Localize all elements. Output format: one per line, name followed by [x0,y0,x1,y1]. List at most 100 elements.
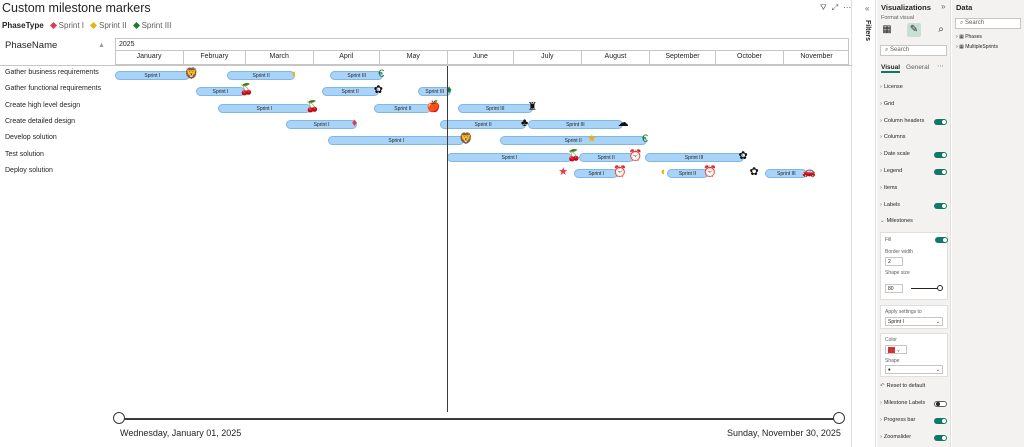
task-bar[interactable]: Sprint I [286,119,357,129]
half-euro-icon[interactable]: € [378,68,385,80]
color-picker[interactable]: ⌄ [885,345,907,354]
legend-item-sprint-2[interactable]: Sprint II [89,21,127,30]
task-bar[interactable]: Sprint I [446,152,573,162]
section-toggle[interactable] [934,417,947,424]
car-icon[interactable]: 🚗 [802,165,816,178]
tab-general[interactable]: General [906,64,930,71]
build-visual-icon[interactable]: ▦ [882,24,892,35]
shape-size-slider-handle[interactable] [937,285,943,291]
phase-row-label[interactable]: Gather business requirements [5,69,99,76]
task-bar[interactable]: Sprint II [321,87,379,97]
data-search-input[interactable]: ⌕ Search [955,18,1021,29]
format-section-progress-bar[interactable]: ›Progress bar [880,417,915,423]
castle-icon[interactable]: ♜ [527,100,538,113]
task-bar[interactable]: Sprint II [440,119,526,129]
more-options-icon[interactable]: ⋯ [843,3,852,12]
section-toggle[interactable] [934,401,947,407]
flower-icon[interactable]: ✿ [738,149,748,162]
collapse-pane-icon[interactable]: » [941,2,946,11]
format-section-grid[interactable]: ›Grid [880,101,894,107]
lion-icon[interactable]: 🦁 [459,133,474,146]
zoom-slider-end-handle[interactable] [833,412,845,424]
clock-icon[interactable]: ⏰ [628,149,643,162]
task-bar[interactable]: Sprint I [218,103,311,113]
filters-pane-collapsed[interactable]: « Filters [862,0,876,447]
format-section-date-scale[interactable]: ›Date scale [880,151,910,157]
format-section-milestone-labels[interactable]: ›Milestone Labels [880,400,925,406]
fill-toggle[interactable] [935,237,948,243]
flower-icon[interactable]: ✿ [373,84,383,97]
task-bar[interactable]: Sprint I [115,71,190,80]
phase-row-label[interactable]: Develop solution [5,134,57,142]
diamond-icon[interactable]: ♦ [446,84,452,97]
phase-row-label[interactable]: Test solution [5,150,44,158]
half-circle-icon[interactable]: ◖ [290,68,297,80]
table-item-phases[interactable]: › ▦ Phases [956,34,982,40]
lion-icon[interactable]: 🦁 [184,68,199,80]
task-bar[interactable]: Sprint II [578,152,634,162]
format-section-labels[interactable]: ›Labels [880,202,900,208]
cloud-icon[interactable]: ☁ [617,116,629,129]
zoom-slider-track[interactable] [119,418,839,420]
more-options-icon[interactable]: ⋯ [937,63,944,70]
format-section-legend[interactable]: ›Legend [880,168,902,174]
task-bar[interactable]: Sprint I [328,136,465,146]
task-bar[interactable]: Sprint I [196,87,245,97]
border-width-input[interactable]: 2 [885,257,903,266]
task-bar[interactable]: Sprint III [644,152,744,162]
cherries-icon[interactable]: 🍒 [239,84,254,97]
task-bar[interactable]: Sprint III [457,103,533,113]
task-bar[interactable]: Sprint III [528,119,623,129]
task-bar[interactable]: Sprint III [765,168,808,178]
tab-visual[interactable]: Visual [881,64,901,73]
format-section-items[interactable]: ›Items [880,185,897,191]
format-section-column-headers[interactable]: ›Column headers [880,118,924,124]
sort-ascending-icon[interactable]: ▲ [98,42,105,49]
half-circle-icon[interactable]: ◖ [659,165,667,178]
flower-icon[interactable]: ✿ [749,165,759,178]
section-toggle[interactable] [934,118,947,125]
apply-settings-dropdown[interactable]: Sprint I ⌄ [885,317,943,326]
focus-mode-icon[interactable]: ⤢ [831,3,839,12]
half-euro-icon[interactable]: € [641,133,648,146]
analytics-icon[interactable]: ⌕ [938,24,944,35]
phase-column-header[interactable]: PhaseName [5,40,58,51]
phase-row-label[interactable]: Deploy solution [5,166,53,174]
star-icon[interactable]: ★ [586,133,597,146]
cherries-icon[interactable]: 🍒 [305,100,320,113]
shape-dropdown[interactable]: ♦ ⌄ [885,365,943,374]
task-bar[interactable]: Sprint II [499,136,647,146]
format-section-zoomslider[interactable]: ›Zoomslider [880,434,911,440]
diamond-icon[interactable]: ♦ [351,116,358,129]
viz-search-input[interactable]: ⌕ Search [880,45,947,56]
section-toggle[interactable] [934,152,947,159]
zoom-slider-start-handle[interactable] [113,412,125,424]
task-bar[interactable]: Sprint II [227,71,296,80]
reset-to-default-button[interactable]: ↶Reset to default [880,383,925,389]
clock-icon[interactable]: ⏰ [703,165,718,178]
task-bar[interactable]: Sprint II [666,168,709,178]
star-icon[interactable]: ★ [558,165,569,178]
phase-row-label[interactable]: Create detailed design [5,117,76,125]
cherries-icon[interactable]: 🍒 [567,149,581,162]
legend-item-sprint-1[interactable]: Sprint I [49,21,84,30]
task-bar[interactable]: Sprint I [574,168,619,178]
phase-row-label[interactable]: Gather functional requirements [5,85,102,93]
section-toggle[interactable] [934,202,947,209]
filters-label[interactable]: Filters [864,20,871,42]
task-bar[interactable]: Sprint III [330,71,384,80]
shape-size-input[interactable]: 80 [885,284,903,293]
task-bar[interactable]: Sprint II [374,103,432,113]
format-section-license[interactable]: ›License [880,84,903,90]
phase-row-label[interactable]: Create high level design [5,101,81,109]
apple-icon[interactable]: 🍎 [426,100,441,113]
section-toggle[interactable] [934,434,947,441]
chevron-left-icon[interactable]: « [865,4,870,13]
format-section-milestones[interactable]: ⌄Milestones [880,218,913,224]
clock-icon[interactable]: ⏰ [613,165,627,178]
shape-size-slider[interactable] [911,288,939,289]
filter-icon[interactable]: ⛛ [820,3,827,12]
legend-item-sprint-3[interactable]: Sprint III [132,21,171,30]
table-item-multiplesprints[interactable]: › ▦ MultipleSprints [956,44,998,50]
club-icon[interactable]: ♣ [520,116,529,129]
